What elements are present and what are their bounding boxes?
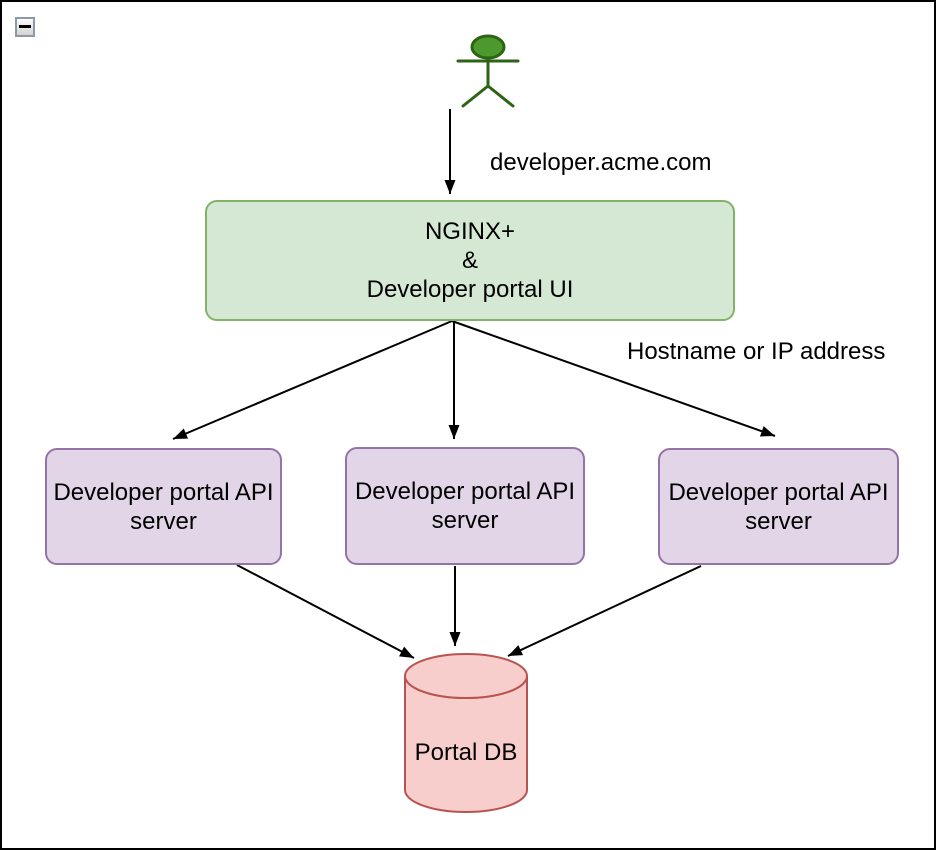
db-cylinder-rim — [404, 653, 528, 699]
portal-db-shape[interactable] — [404, 653, 528, 813]
edge-label-developer-acme-com: developer.acme.com — [490, 149, 712, 176]
node-api-server-2-label: Developer portal API server — [354, 478, 576, 534]
actor-leg-left — [461, 84, 490, 108]
developer-actor-icon[interactable] — [456, 34, 520, 108]
node-api-server-3-label: Developer portal API server — [668, 478, 889, 535]
minus-icon — [19, 25, 31, 28]
node-nginx-gateway-label: NGINX+ & Developer portal UI — [366, 218, 574, 303]
node-api-server-1-label: Developer portal API server — [53, 478, 274, 535]
node-nginx-gateway[interactable]: NGINX+ & Developer portal UI — [205, 200, 735, 321]
actor-head — [470, 34, 506, 60]
actor-leg-right — [486, 84, 515, 108]
edge-gateway-to-api-1 — [172, 320, 453, 440]
node-api-server-2[interactable]: Developer portal API server — [345, 447, 585, 565]
edge-api-3-to-db — [507, 565, 702, 657]
node-api-server-3[interactable]: Developer portal API server — [658, 448, 899, 565]
edge-label-hostname-or-ip: Hostname or IP address — [627, 338, 886, 365]
node-api-server-1[interactable]: Developer portal API server — [45, 448, 282, 565]
collapse-button[interactable] — [15, 17, 35, 37]
node-portal-db-label: Portal DB — [414, 739, 518, 766]
edge-api-1-to-db — [236, 564, 415, 659]
